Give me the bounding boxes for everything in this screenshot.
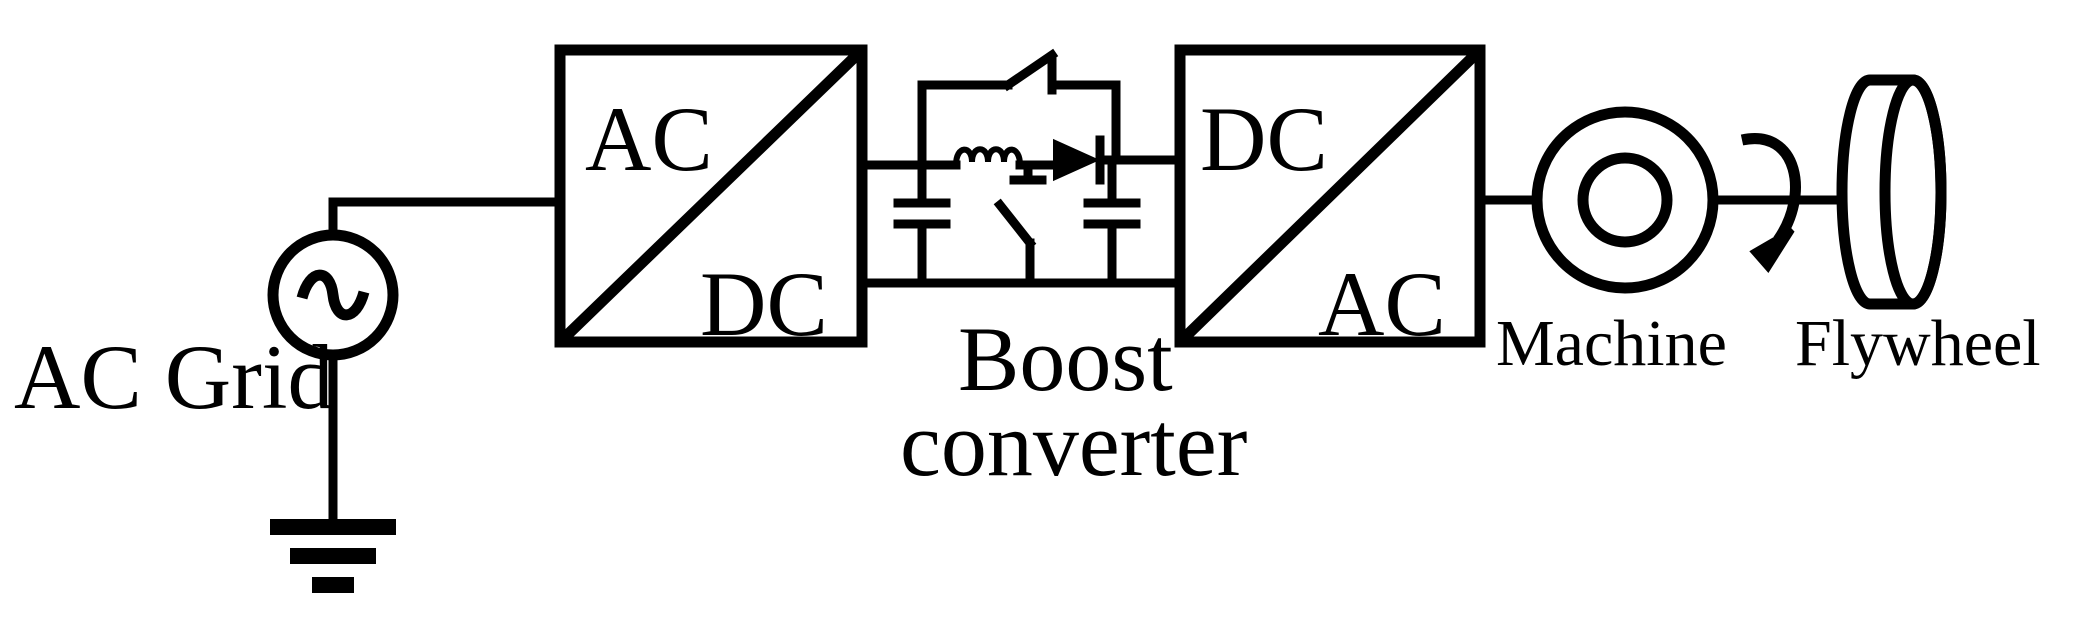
grid-wire (328, 197, 565, 240)
flywheel-label: Flywheel (1795, 307, 2041, 380)
boost-label-line1: Boost (958, 308, 1173, 410)
machine-icon (1531, 106, 1719, 294)
boost-converter-circuit (857, 48, 1185, 288)
ac-grid-label: AC Grid (14, 326, 333, 428)
inverter-ac-label: AC (1318, 253, 1446, 355)
rectifier-dc-label: DC (700, 253, 828, 355)
ground-icon (270, 350, 396, 593)
rectifier-ac-label: AC (585, 88, 713, 190)
machine-label: Machine (1496, 307, 1727, 380)
boost-label-line2: converter (900, 393, 1247, 495)
rotation-arrow-icon (1740, 133, 1801, 274)
flywheel-icon (1836, 74, 1947, 310)
inverter-dc-label: DC (1200, 88, 1328, 190)
rectifier-block (554, 44, 868, 348)
